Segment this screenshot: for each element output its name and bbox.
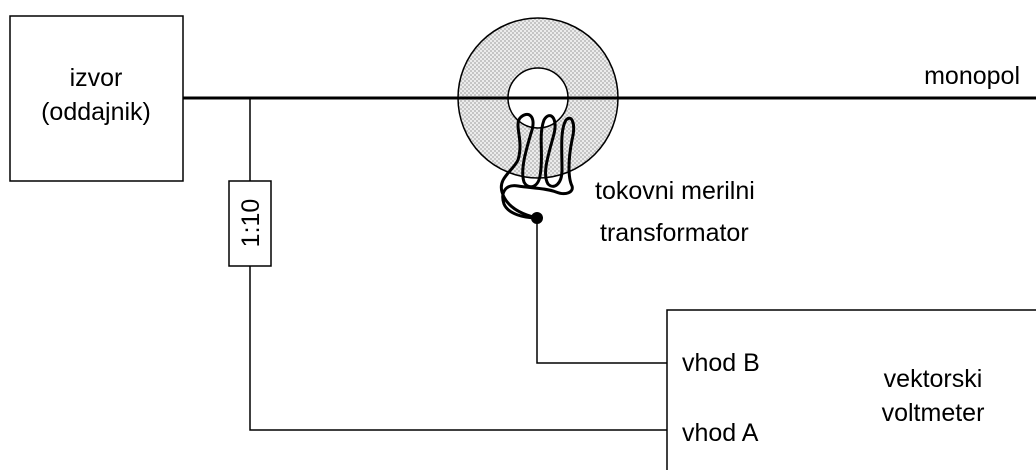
transformer-label-line1: tokovni merilni [595,177,755,205]
divider-ratio-label: 1:10 [237,199,265,248]
source-box: izvor (oddajnik) [9,15,184,182]
transformer-winding [499,113,576,220]
source-label-line1: izvor [70,64,123,92]
transformer-label-line2: transformator [600,219,749,247]
voltmeter-label-line1: vektorski [884,365,983,393]
source-label-line2: (oddajnik) [41,98,151,126]
monopole-label: monopol [924,62,1020,90]
wire-to-input-b [536,218,667,364]
voltage-divider: 1:10 [228,180,272,267]
vector-voltmeter: vhod B vhod A vektorski voltmeter [666,309,1036,470]
current-transformer [457,17,619,224]
voltmeter-label-line2: voltmeter [882,399,985,427]
input-a-label: vhod A [682,419,759,447]
input-b-label: vhod B [682,349,760,377]
wire-to-input-a [249,266,667,431]
